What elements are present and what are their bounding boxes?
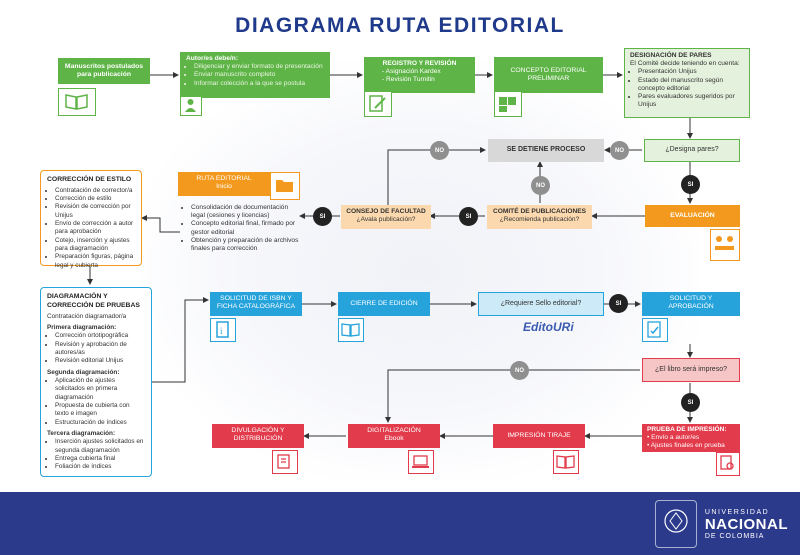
label-si: SI <box>609 294 628 313</box>
label-si: SI <box>681 175 700 194</box>
node-comite: COMITÉ DE PUBLICACIONES ¿Recomienda publ… <box>487 205 592 229</box>
laptop-icon <box>408 450 434 474</box>
node-correccion-estilo: CORRECCIÓN DE ESTILO Contratación de cor… <box>40 170 142 269</box>
info-icon: i <box>210 318 236 342</box>
node-consejo: CONSEJO DE FACULTAD ¿Avala publicación? <box>341 205 431 229</box>
footer-bar: UNIVERSIDAD NACIONAL DE COLOMBIA <box>0 492 800 555</box>
crest-icon <box>654 500 697 548</box>
node-solicitud: SOLICITUD Y APROBACIÓN <box>642 292 740 344</box>
node-isbn: SOLICITUD DE ISBN Y FICHA CATALOGRÁFICA … <box>210 292 302 344</box>
checklist-icon <box>642 318 668 342</box>
universidad-logo: UNIVERSIDAD NACIONAL DE COLOMBIA <box>654 500 788 548</box>
label-si: SI <box>459 207 478 226</box>
background-book-image <box>140 60 700 480</box>
puzzle-icon <box>494 91 522 117</box>
label-no: NO <box>610 141 629 160</box>
node-ruta-editorial: RUTA EDITORIAL Inicio Consolidación de d… <box>178 172 300 270</box>
meeting-icon <box>710 229 740 261</box>
editouri-logo: EditoURi <box>523 320 574 334</box>
question-sello: ¿Requiere Sello editorial? <box>478 292 604 316</box>
label-no: NO <box>510 361 529 380</box>
node-concepto: CONCEPTO EDITORIAL PRELIMINAR <box>494 57 603 117</box>
node-detiene-proceso: SE DETIENE PROCESO <box>488 139 604 162</box>
svg-text:i: i <box>220 326 223 336</box>
node-manuscritos: Manuscritos postulados para publicación <box>58 58 150 116</box>
label-si: SI <box>313 207 332 226</box>
node-impresion: IMPRESIÓN TIRAJE <box>493 424 585 476</box>
person-document-icon <box>180 96 202 116</box>
node-cierre: CIERRE DE EDICIÓN <box>338 292 430 344</box>
node-designacion: DESIGNACIÓN DE PARES El Comité decide te… <box>624 48 750 118</box>
label-si: SI <box>681 393 700 412</box>
folder-icon <box>270 172 300 200</box>
distribution-icon <box>272 450 298 474</box>
label-no: NO <box>430 141 449 160</box>
label-no: NO <box>531 176 550 195</box>
node-divulgacion: DIVULGACIÓN Y DISTRIBUCIÓN <box>212 424 304 476</box>
node-autores: Autor/es debe/n: Diligenciar y enviar fo… <box>180 52 330 116</box>
open-book-icon <box>338 318 364 342</box>
question-impreso: ¿El libro será impreso? <box>642 358 740 382</box>
node-prueba: PRUEBA DE IMPRESIÓN: • Envío a autor/es … <box>642 424 740 478</box>
node-diagramacion: DIAGRAMACIÓN Y CORRECCIÓN DE PRUEBAS Con… <box>40 287 152 477</box>
node-registro: REGISTRO Y REVISIÓN - Asignación Kardex … <box>364 57 475 117</box>
book-icon <box>553 450 579 474</box>
document-pen-icon <box>364 91 392 117</box>
magnifier-document-icon <box>716 452 740 476</box>
question-designa-pares: ¿Designa pares? <box>644 139 740 162</box>
node-digitalizacion: DIGITALIZACIÓN Ebook <box>348 424 440 476</box>
page-title: DIAGRAMA RUTA EDITORIAL <box>235 14 565 37</box>
node-evaluacion: EVALUACIÓN <box>645 205 740 263</box>
book-icon <box>58 88 96 116</box>
